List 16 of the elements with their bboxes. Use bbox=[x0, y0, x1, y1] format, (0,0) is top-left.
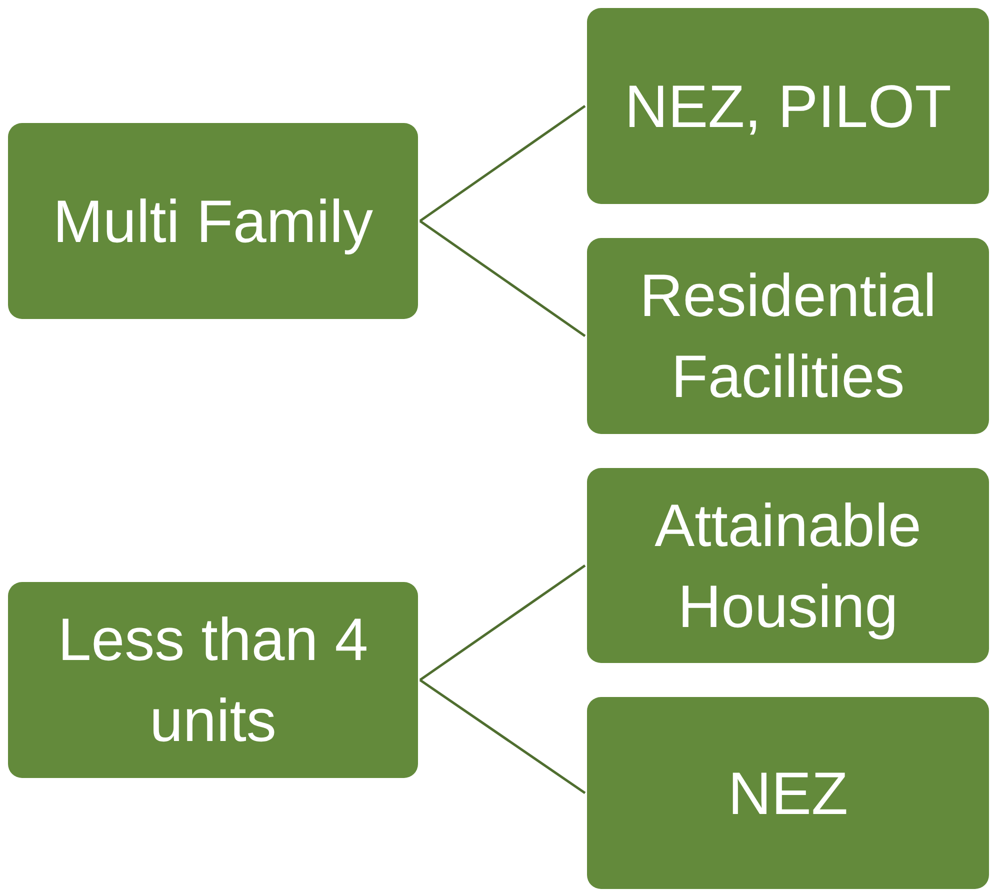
connector-line bbox=[419, 678, 586, 794]
process-box bbox=[8, 582, 418, 778]
connector-line bbox=[419, 220, 586, 338]
box-label: Residential Facilities bbox=[638, 261, 938, 412]
process-box bbox=[587, 238, 989, 434]
box-label: NEZ, PILOT bbox=[624, 72, 952, 142]
process-box bbox=[587, 697, 989, 889]
box-label: Less than 4 units bbox=[56, 605, 370, 756]
box-label: Multi Family bbox=[52, 186, 373, 256]
process-box bbox=[8, 123, 418, 319]
box-label: Attainable Housing bbox=[654, 490, 922, 642]
connector-line bbox=[419, 104, 586, 222]
box-label: NEZ bbox=[728, 758, 848, 828]
process-box bbox=[587, 468, 989, 663]
process-box bbox=[587, 8, 989, 204]
connector-line bbox=[419, 564, 586, 682]
